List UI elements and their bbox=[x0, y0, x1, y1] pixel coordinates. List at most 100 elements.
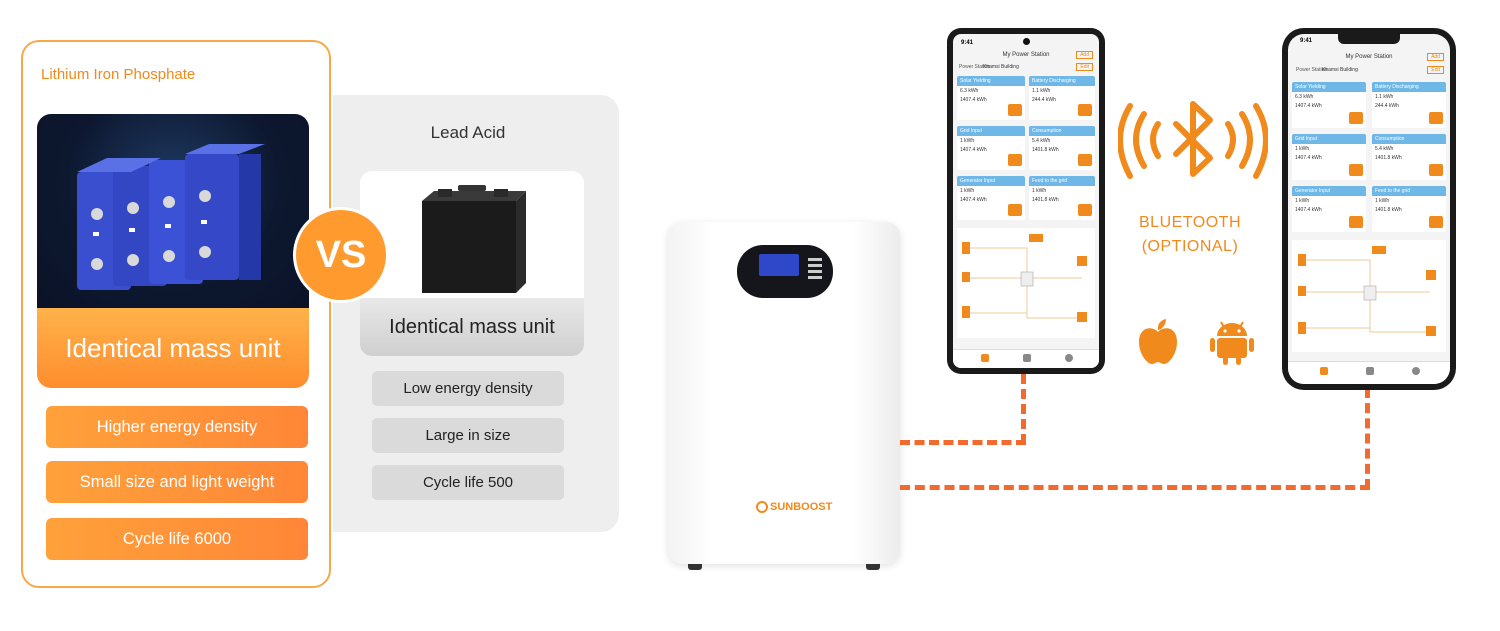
lithium-unit-label: Identical mass unit bbox=[37, 308, 309, 388]
android-phone: 9:41 My Power Station Add Power Station … bbox=[947, 28, 1105, 374]
tile-header: Solar Yielding bbox=[957, 76, 1025, 86]
camera-icon bbox=[1023, 38, 1030, 45]
tile-value: 244.4 kWh bbox=[1375, 103, 1399, 109]
tile-generator[interactable]: Generator Input 1 kWh 1407.4 kWh bbox=[1292, 186, 1366, 232]
tile-solar[interactable]: Solar Yielding 6.3 kWh 1407.4 kWh bbox=[957, 76, 1025, 120]
connection-line-2 bbox=[900, 485, 1370, 490]
stats-tab-icon[interactable] bbox=[1023, 354, 1031, 362]
android-app-screen: 9:41 My Power Station Add Power Station … bbox=[953, 34, 1099, 368]
tile-header: Consumption bbox=[1372, 134, 1446, 144]
tile-value: 1407.4 kWh bbox=[1295, 207, 1322, 213]
battery-foot bbox=[688, 564, 702, 570]
tile-solar[interactable]: Solar Yielding 6.3 kWh 1407.4 kWh bbox=[1292, 82, 1366, 128]
tile-battery[interactable]: Battery Discharging 1.1 kWh 244.4 kWh bbox=[1029, 76, 1095, 120]
iphone-app-screen: 9:41 My Power Station Add Power Station … bbox=[1288, 34, 1450, 384]
lead-acid-feature: Low energy density bbox=[372, 371, 564, 406]
profile-tab-icon[interactable] bbox=[1065, 354, 1073, 362]
status-time: 9:41 bbox=[1300, 38, 1313, 44]
tile-value: 5.4 kWh bbox=[1375, 146, 1394, 152]
bluetooth-label: BLUETOOTH (OPTIONAL) bbox=[1120, 211, 1260, 259]
tile-value: 1407.4 kWh bbox=[960, 197, 987, 203]
house-icon bbox=[1429, 164, 1443, 176]
house-icon bbox=[1349, 164, 1363, 176]
tile-header: Consumption bbox=[1029, 126, 1095, 136]
generator-icon bbox=[1008, 204, 1022, 216]
house-icon bbox=[1429, 216, 1443, 228]
profile-tab-icon[interactable] bbox=[1412, 367, 1420, 375]
app-title: My Power Station bbox=[1345, 54, 1393, 60]
tile-battery[interactable]: Battery Discharging 1.1 kWh 244.4 kWh bbox=[1372, 82, 1446, 128]
tile-feed-grid[interactable]: Feed to the grid 1 kWh 1401.8 kWh bbox=[1372, 186, 1446, 232]
apple-icon bbox=[1135, 318, 1181, 366]
connection-line-1-vertical bbox=[1021, 374, 1026, 444]
add-button[interactable]: Add bbox=[1427, 53, 1444, 61]
battery-foot bbox=[866, 564, 880, 570]
tile-value: 1 kWh bbox=[1375, 198, 1390, 204]
battery-icon bbox=[1078, 104, 1092, 116]
lead-acid-unit-label: Identical mass unit bbox=[360, 298, 584, 356]
battery-indicator-lights bbox=[808, 258, 822, 280]
lead-acid-feature: Cycle life 500 bbox=[372, 465, 564, 500]
android-icon bbox=[1209, 318, 1255, 366]
lithium-title: Lithium Iron Phosphate bbox=[41, 66, 196, 83]
edit-button[interactable]: Edit bbox=[1076, 63, 1093, 71]
tile-grid[interactable]: Grid Input 1 kWh 1407.4 kWh bbox=[957, 126, 1025, 170]
edit-button[interactable]: Edit bbox=[1427, 66, 1444, 74]
bluetooth-label-line1: BLUETOOTH bbox=[1139, 214, 1241, 231]
energy-flow-diagram bbox=[957, 228, 1095, 338]
tile-value: 1407.4 kWh bbox=[1295, 103, 1322, 109]
tile-value: 1.1 kWh bbox=[1032, 88, 1051, 94]
generator-icon bbox=[1349, 216, 1363, 228]
tile-value: 1401.8 kWh bbox=[1032, 197, 1059, 203]
lead-acid-title: Lead Acid bbox=[430, 123, 506, 142]
tile-header: Grid Input bbox=[957, 126, 1025, 136]
house-icon bbox=[1008, 154, 1022, 166]
tile-consumption[interactable]: Consumption 5.4 kWh 1401.8 kWh bbox=[1372, 134, 1446, 180]
tile-value: 1401.8 kWh bbox=[1375, 207, 1402, 213]
tile-header: Generator Input bbox=[957, 176, 1025, 186]
tile-value: 244.4 kWh bbox=[1032, 97, 1056, 103]
tile-generator[interactable]: Generator Input 1 kWh 1407.4 kWh bbox=[957, 176, 1025, 220]
tile-header: Feed to the grid bbox=[1372, 186, 1446, 196]
house-icon bbox=[1078, 154, 1092, 166]
bluetooth-label-line2: (OPTIONAL) bbox=[1141, 238, 1239, 255]
lithium-cells-icon bbox=[77, 144, 265, 290]
tile-grid[interactable]: Grid Input 1 kWh 1407.4 kWh bbox=[1292, 134, 1366, 180]
solar-panel-icon bbox=[1349, 112, 1363, 124]
tile-value: 1 kWh bbox=[960, 188, 975, 194]
lead-acid-feature: Large in size bbox=[372, 418, 564, 453]
tile-value: 1407.4 kWh bbox=[960, 147, 987, 153]
tile-header: Feed to the grid bbox=[1029, 176, 1095, 186]
tile-value: 1 kWh bbox=[1295, 198, 1310, 204]
tile-value: 6.3 kWh bbox=[1295, 94, 1314, 100]
lead-acid-battery-icon bbox=[422, 185, 526, 293]
house-icon bbox=[1078, 204, 1092, 216]
app-title: My Power Station bbox=[1002, 52, 1050, 58]
stats-tab-icon[interactable] bbox=[1366, 367, 1374, 375]
add-button[interactable]: Add bbox=[1076, 51, 1093, 59]
tile-header: Battery Discharging bbox=[1372, 82, 1446, 92]
energy-flow-diagram bbox=[1292, 240, 1446, 352]
station-name: Khamsi Building bbox=[983, 64, 1019, 70]
tile-value: 1 kWh bbox=[960, 138, 975, 144]
battery-lcd-screen bbox=[759, 254, 799, 276]
tile-consumption[interactable]: Consumption 5.4 kWh 1401.8 kWh bbox=[1029, 126, 1095, 170]
vs-badge: VS bbox=[293, 207, 389, 303]
station-label: Power Station bbox=[1296, 67, 1328, 73]
solar-panel-icon bbox=[1008, 104, 1022, 116]
battery-icon bbox=[1429, 112, 1443, 124]
tile-value: 1401.8 kWh bbox=[1375, 155, 1402, 161]
bluetooth-icon bbox=[1117, 94, 1269, 194]
tile-header: Battery Discharging bbox=[1029, 76, 1095, 86]
station-label: Power Station bbox=[959, 64, 991, 70]
tile-value: 1407.4 kWh bbox=[1295, 155, 1322, 161]
notch bbox=[1338, 34, 1400, 44]
lithium-feature: Higher energy density bbox=[46, 406, 308, 448]
tile-value: 1401.8 kWh bbox=[1032, 147, 1059, 153]
tile-value: 5.4 kWh bbox=[1032, 138, 1051, 144]
home-tab-icon[interactable] bbox=[1320, 367, 1328, 375]
tile-value: 1 kWh bbox=[1295, 146, 1310, 152]
home-tab-icon[interactable] bbox=[981, 354, 989, 362]
tile-header: Generator Input bbox=[1292, 186, 1366, 196]
tile-feed-grid[interactable]: Feed to the grid 1 kWh 1401.8 kWh bbox=[1029, 176, 1095, 220]
